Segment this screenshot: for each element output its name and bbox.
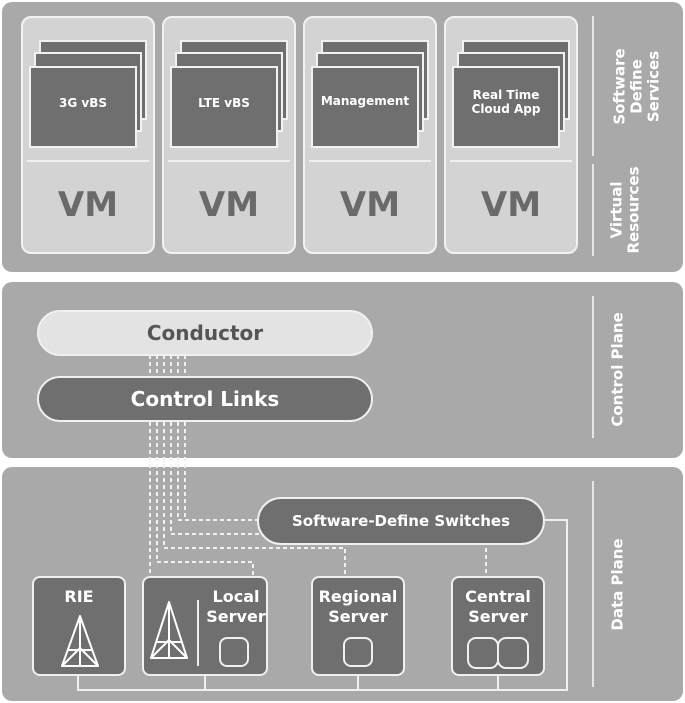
- column-divider: [450, 160, 572, 162]
- control-links-pill: Control Links: [37, 376, 373, 422]
- local-divider: [197, 600, 199, 666]
- service-label-real-time-cloud-app: Real Time Cloud App: [471, 88, 541, 116]
- vm-label-2: VM: [198, 185, 260, 225]
- local-server-label: Local Server: [206, 587, 266, 626]
- service-card-front: [311, 66, 419, 148]
- side-divider: [592, 481, 594, 687]
- control-links-label: Control Links: [130, 387, 280, 411]
- services-panel: 3G vBS LTE vBS Management Real Time Clou…: [2, 2, 683, 272]
- server-icon: [343, 637, 373, 667]
- column-divider: [168, 160, 290, 162]
- vm-label-1: VM: [57, 185, 119, 225]
- side-divider: [592, 164, 594, 256]
- server-icon: [219, 637, 249, 667]
- central-server-label: Central Server: [465, 587, 531, 626]
- server-icon: [467, 637, 499, 669]
- service-card-front: [170, 66, 278, 148]
- regional-server-node: [311, 576, 405, 676]
- service-card-front: [29, 66, 137, 148]
- antenna-icon: [61, 615, 99, 667]
- column-divider: [27, 160, 149, 162]
- service-label-3g-vbs: 3G vBS: [59, 96, 107, 110]
- regional-server-label: Regional Server: [318, 587, 398, 626]
- service-label-management: Management: [320, 94, 410, 108]
- antenna-icon: [150, 601, 188, 659]
- side-divider: [592, 296, 594, 438]
- software-define-switches-pill: Software-Define Switches: [257, 497, 545, 545]
- central-server-node: [451, 576, 545, 676]
- column-divider: [309, 160, 431, 162]
- switches-label: Software-Define Switches: [291, 512, 511, 530]
- rie-label: RIE: [64, 587, 94, 606]
- side-divider: [592, 16, 594, 156]
- vm-label-3: VM: [339, 185, 401, 225]
- service-card-front: [452, 66, 560, 148]
- conductor-pill: Conductor: [37, 310, 373, 356]
- vm-label-4: VM: [480, 185, 542, 225]
- service-label-lte-vbs: LTE vBS: [198, 96, 250, 110]
- conductor-label: Conductor: [146, 321, 264, 345]
- server-icon: [497, 637, 529, 669]
